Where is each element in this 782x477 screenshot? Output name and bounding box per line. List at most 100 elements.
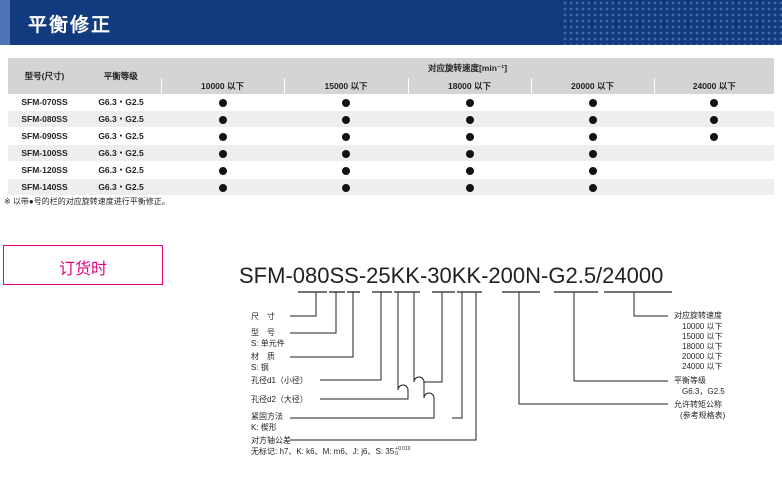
order-section-box: 订货时 [3,245,163,285]
header-accent-stripe [0,0,10,45]
row-model: SFM-070SS [8,94,81,111]
col-speed-group-header: 对应旋转速度[min⁻¹] [161,58,774,78]
label-tolerance: 对方轴公差 [251,436,291,445]
speed-cell [284,161,408,179]
speed-cell [531,161,654,179]
supported-dot-icon [342,166,350,175]
label-speed-value: 24000 以下 [682,362,723,371]
col-model-header: 型号(尺寸) [8,58,81,94]
speed-cell [408,110,531,128]
row-grade: G6.3・G2.5 [81,110,161,128]
model-code: SFM-080SS-25KK-30KK-200N-G2.5/24000 [239,263,664,288]
speed-cell [284,144,408,162]
label-torque-title: 允许转矩公称 [674,400,722,409]
label-grade-values: G6.3，G2.5 [682,387,725,396]
speed-cell [161,127,284,145]
supported-dot-icon [218,183,227,192]
supported-dot-icon [218,98,227,107]
row-model: SFM-090SS [8,127,81,145]
speed-cell [408,94,531,111]
supported-dot-icon [588,132,597,141]
speed-cell [654,178,774,196]
label-speed-title: 对应旋转速度 [674,311,722,320]
supported-dot-icon [588,166,597,175]
speed-cell [284,94,408,111]
speed-cell [531,94,654,111]
supported-dot-icon [465,115,474,124]
label-bore-d2: 孔径d2（大径） [251,395,308,404]
label-fastening: 紧固方法 [251,412,283,421]
row-model: SFM-100SS [8,144,81,162]
label-torque-note: (参考规格表) [680,411,726,420]
supported-dot-icon [218,166,227,175]
speed-cell [654,127,774,145]
supported-dot-icon [342,115,350,124]
speed-cell [161,94,284,111]
supported-dot-icon [465,166,474,175]
supported-dot-icon [342,98,350,107]
speed-cell [531,127,654,145]
supported-dot-icon [218,149,227,158]
supported-dot-icon [588,115,597,124]
label-size: 尺 寸 [251,312,275,321]
supported-dot-icon [342,149,350,158]
col-speed-header: 24000 以下 [653,78,774,94]
supported-dot-icon [588,98,597,107]
supported-dot-icon [342,132,350,141]
order-section-title: 订货时 [58,259,107,278]
speed-cell [654,161,774,179]
speed-cell [161,144,284,162]
speed-cell [161,178,284,196]
speed-cell [531,144,654,162]
col-speed-header: 18000 以下 [407,78,531,94]
col-grade-header: 平衡等级 [81,58,161,94]
supported-dot-icon [218,115,227,124]
speed-cell [531,110,654,128]
speed-cell [408,144,531,162]
table-note: ※ 以带●号的栏的对应旋转速度进行平衡修正。 [4,197,170,206]
label-grade-title: 平衡等级 [674,376,706,385]
row-model: SFM-120SS [8,161,81,179]
row-model: SFM-140SS [8,178,81,196]
supported-dot-icon [588,149,597,158]
col-speed-header: 20000 以下 [530,78,654,94]
section-header: 平衡修正 [0,0,782,45]
label-type: 型 号 [251,328,275,337]
row-grade: G6.3・G2.5 [81,144,161,162]
supported-dot-icon [465,149,474,158]
row-grade: G6.3・G2.5 [81,178,161,196]
supported-dot-icon [710,132,718,141]
row-grade: G6.3・G2.5 [81,94,161,111]
speed-cell [408,161,531,179]
balance-table: 型号(尺寸) 平衡等级 对应旋转速度[min⁻¹] 10000 以下 15000… [8,58,774,196]
label-speed-value: 10000 以下 [682,322,723,331]
label-material: 材 质 [251,352,275,361]
speed-cell [161,110,284,128]
supported-dot-icon [218,132,227,141]
speed-cell [284,178,408,196]
col-speed-header: 15000 以下 [283,78,408,94]
label-speed-value: 18000 以下 [682,342,723,351]
supported-dot-icon [710,98,718,107]
supported-dot-icon [465,132,474,141]
speed-cell [284,127,408,145]
row-grade: G6.3・G2.5 [81,161,161,179]
label-material-s: S: 钢 [251,363,269,372]
supported-dot-icon [710,115,718,124]
label-bore-d1: 孔径d1（小径） [251,376,308,385]
speed-cell [408,127,531,145]
label-speed-value: 20000 以下 [682,352,723,361]
supported-dot-icon [465,98,474,107]
speed-cell [654,110,774,128]
row-grade: G6.3・G2.5 [81,127,161,145]
supported-dot-icon [342,183,350,192]
speed-cell [654,144,774,162]
label-fastening-k: K: 楔形 [251,423,277,432]
